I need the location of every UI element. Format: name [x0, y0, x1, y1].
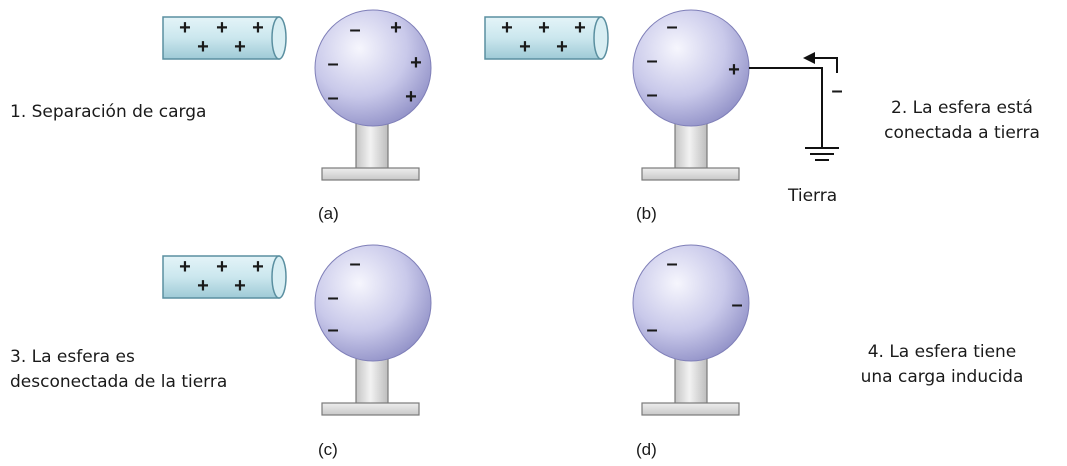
rod-plus-sign: +	[574, 17, 586, 39]
sphere-minus-sign: –	[646, 50, 657, 72]
rod-plus-sign: +	[197, 36, 209, 58]
step-4-line-1: 4. La esfera tiene	[867, 342, 1017, 362]
step-2-caption: 2. La esfera está conectada a tierra	[862, 96, 1062, 146]
sphere-stand	[641, 119, 740, 181]
rod-plus-sign: +	[252, 17, 264, 39]
panel-d: – – – (d)	[632, 244, 750, 459]
panel-c: + + + + + – – – (c)	[162, 244, 432, 459]
conducting-sphere	[314, 244, 432, 362]
panel-a: + + + + + – – – + + + (a)	[162, 9, 432, 223]
sphere-plus-sign: +	[728, 59, 740, 81]
sphere-stand	[321, 119, 420, 181]
rod-plus-sign: +	[556, 36, 568, 58]
sphere-minus-sign: –	[327, 87, 338, 109]
step-3-line-2: desconectada de la tierra	[10, 372, 228, 392]
sphere-minus-sign: –	[646, 319, 657, 341]
panel-b: + + + + + – – – + –	[484, 9, 843, 223]
sphere-minus-sign: –	[349, 19, 360, 41]
panel-label-b: (b)	[636, 204, 657, 223]
charged-rod: + + + + +	[162, 16, 287, 60]
sphere-minus-sign: –	[327, 319, 338, 341]
rod-plus-sign: +	[179, 256, 191, 278]
sphere-minus-sign: –	[666, 16, 677, 38]
rod-plus-sign: +	[216, 256, 228, 278]
step-1-line-1: 1. Separación de carga	[10, 102, 207, 122]
ground-label: Tierra	[787, 186, 837, 206]
step-2-line-1: 2. La esfera está	[891, 98, 1033, 118]
step-4-caption: 4. La esfera tiene una carga inducida	[842, 340, 1042, 390]
charged-rod: + + + + +	[484, 16, 609, 60]
wire-minus-sign: –	[831, 80, 842, 102]
rod-plus-sign: +	[179, 17, 191, 39]
rod-plus-sign: +	[519, 36, 531, 58]
panel-label-c: (c)	[318, 440, 338, 459]
sphere-minus-sign: –	[349, 253, 360, 275]
step-1-caption: 1. Separación de carga	[10, 100, 206, 125]
charged-rod: + + + + +	[162, 255, 287, 299]
rod-plus-sign: +	[234, 36, 246, 58]
rod-plus-sign: +	[252, 256, 264, 278]
ground-connection: – Tierra	[749, 52, 843, 206]
panel-label-a: (a)	[318, 204, 339, 223]
step-4-line-2: una carga inducida	[860, 367, 1024, 387]
conducting-sphere	[314, 9, 432, 127]
sphere-minus-sign: –	[327, 287, 338, 309]
sphere-plus-sign: +	[405, 86, 417, 108]
rod-plus-sign: +	[216, 17, 228, 39]
sphere-minus-sign: –	[646, 84, 657, 106]
step-2-line-2: conectada a tierra	[884, 123, 1040, 143]
ground-symbol-icon	[805, 147, 839, 161]
sphere-plus-sign: +	[390, 17, 402, 39]
electron-flow-arrow	[812, 57, 838, 73]
sphere-stand	[641, 354, 740, 416]
step-3-line-1: 3. La esfera es	[10, 347, 135, 367]
step-3-caption: 3. La esfera es desconectada de la tierr…	[10, 345, 227, 395]
rod-plus-sign: +	[234, 275, 246, 297]
sphere-minus-sign: –	[731, 294, 742, 316]
ground-wire	[749, 67, 823, 148]
sphere-minus-sign: –	[666, 253, 677, 275]
arrow-head	[803, 52, 815, 64]
conducting-sphere	[632, 244, 750, 362]
sphere-minus-sign: –	[327, 53, 338, 75]
sphere-stand	[321, 354, 420, 416]
rod-plus-sign: +	[538, 17, 550, 39]
rod-plus-sign: +	[197, 275, 209, 297]
panel-label-d: (d)	[636, 440, 657, 459]
sphere-plus-sign: +	[410, 52, 422, 74]
rod-plus-sign: +	[501, 17, 513, 39]
